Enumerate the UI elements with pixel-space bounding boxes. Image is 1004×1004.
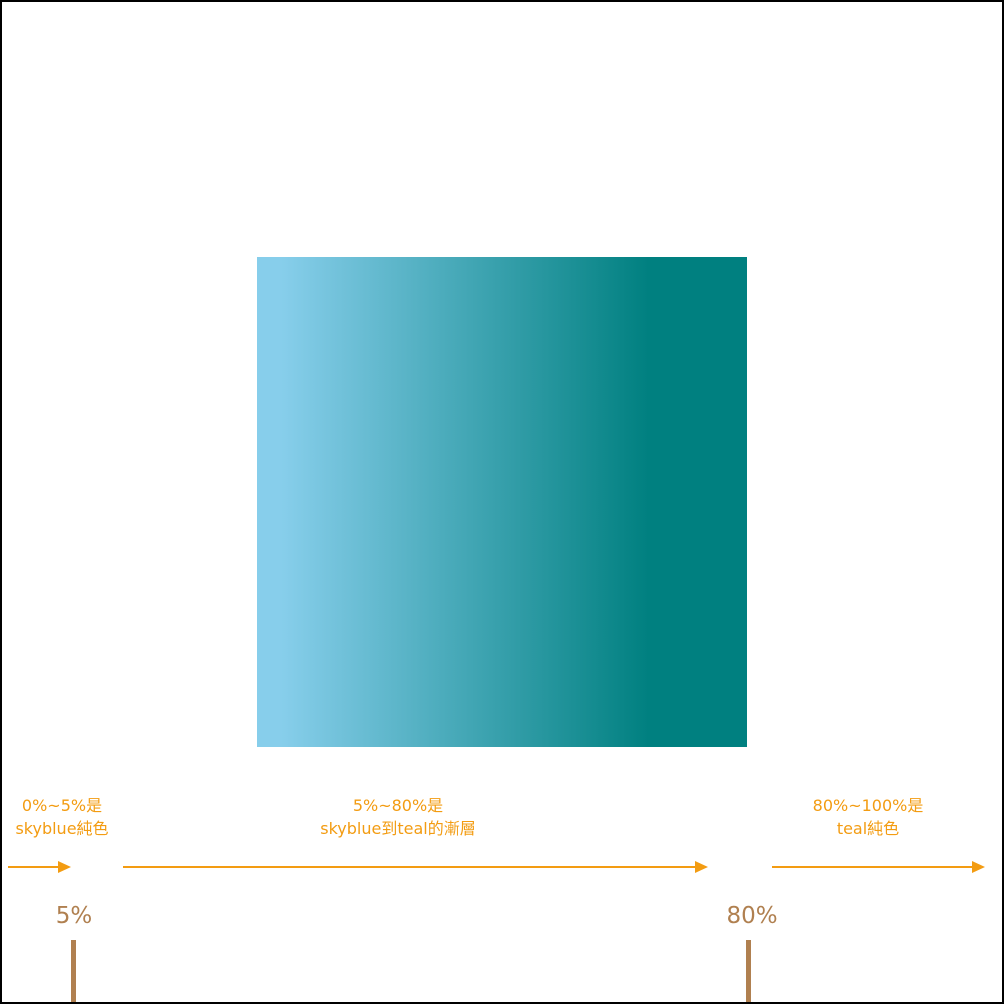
gradient-square: [257, 257, 747, 747]
arrow-shaft: [8, 866, 60, 868]
arrow-head-icon: [58, 861, 71, 873]
note-solid-end: 80%~100%是 teal純色: [768, 794, 968, 840]
arrow-shaft: [123, 866, 697, 868]
note-gradient-range-line1: 5%~80%是: [352, 796, 444, 815]
note-solid-end-line2: teal純色: [836, 819, 900, 838]
arrow-solid-end: [772, 861, 985, 873]
arrow-solid-start: [8, 861, 71, 873]
stop-label-5: 5%: [55, 903, 93, 929]
note-gradient-range-line2: skyblue到teal的漸層: [320, 819, 476, 838]
arrow-head-icon: [695, 861, 708, 873]
stop-marker-80: [746, 940, 751, 1002]
stop-label-80: 80%: [726, 903, 778, 929]
note-solid-start: 0%~5%是 skyblue純色: [2, 794, 162, 840]
arrow-head-icon: [972, 861, 985, 873]
stop-marker-5: [71, 940, 76, 1002]
note-solid-start-line1: 0%~5%是: [21, 796, 103, 815]
note-solid-end-line1: 80%~100%是: [812, 796, 924, 815]
note-solid-start-line2: skyblue純色: [15, 819, 109, 838]
arrow-gradient-range: [123, 861, 708, 873]
note-gradient-range: 5%~80%是 skyblue到teal的漸層: [248, 794, 548, 840]
arrow-shaft: [772, 866, 974, 868]
